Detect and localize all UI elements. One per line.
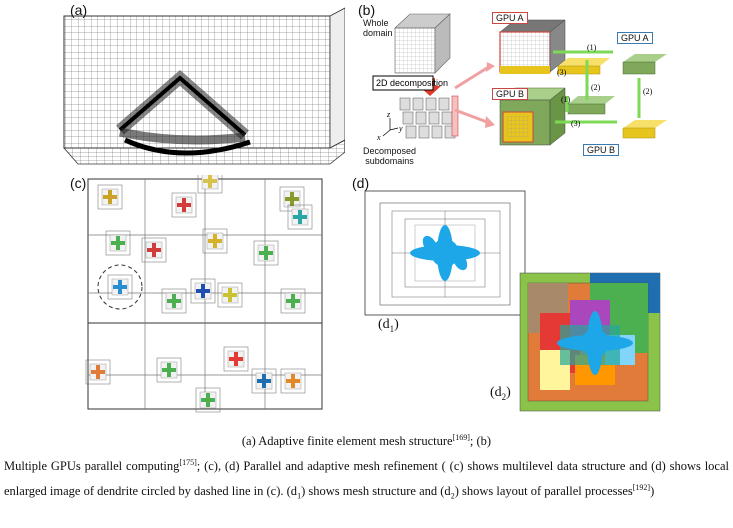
mesh-cluster bbox=[85, 359, 111, 385]
mesh-cluster bbox=[217, 282, 243, 308]
adaptive-mesh-box bbox=[63, 7, 345, 165]
d1-label: (d1) bbox=[378, 317, 399, 334]
caption-body: Multiple GPUs parallel computing[175]; (… bbox=[4, 458, 729, 501]
d2-layout bbox=[519, 272, 661, 412]
panel-d: (d) bbox=[350, 175, 733, 415]
mesh-cluster bbox=[141, 237, 167, 263]
svg-text:x: x bbox=[376, 133, 381, 142]
panel-a: (a) bbox=[0, 0, 345, 170]
panel-b-label: (b) bbox=[358, 2, 376, 18]
d1-dendrite bbox=[410, 225, 480, 281]
decomposed-label: Decomposed subdomains bbox=[363, 146, 417, 166]
gpu-a-block bbox=[499, 19, 566, 74]
mesh-cluster bbox=[287, 204, 313, 230]
panel-d-label: (d) bbox=[352, 175, 370, 191]
mesh-cluster bbox=[280, 288, 306, 314]
step-3a: (3) bbox=[557, 68, 567, 77]
mesh-cluster bbox=[195, 387, 221, 413]
gpu-b-tag: GPU B bbox=[492, 88, 529, 100]
gpu-b-block bbox=[499, 87, 566, 146]
gpu-a-tag-2: GPU A bbox=[617, 32, 653, 44]
mesh-cluster bbox=[161, 288, 187, 314]
axes-icon: z x y bbox=[376, 110, 403, 142]
mesh-cluster bbox=[156, 357, 182, 383]
multilevel-grid bbox=[85, 175, 323, 413]
gpu-a-tag: GPU A bbox=[492, 12, 528, 24]
step-3b: (3) bbox=[571, 119, 581, 128]
whole-domain-label: Whole domain bbox=[363, 18, 393, 38]
gpu-b-halo bbox=[567, 103, 606, 115]
mesh-cluster bbox=[280, 368, 306, 394]
refined-triangle bbox=[116, 70, 251, 156]
caption-line-1: (a) Adaptive finite element mesh structu… bbox=[241, 433, 492, 449]
mesh-cluster bbox=[171, 192, 197, 218]
mesh-cluster bbox=[107, 274, 133, 300]
arrow-to-gpu-b bbox=[454, 108, 488, 124]
gpu-b-tag-2: GPU B bbox=[583, 144, 620, 156]
mesh-cluster bbox=[223, 346, 249, 372]
decomposed-blocks bbox=[399, 95, 459, 139]
d1-mesh bbox=[364, 190, 526, 316]
mesh-cluster bbox=[190, 278, 216, 304]
svg-text:y: y bbox=[398, 124, 403, 133]
svg-text:z: z bbox=[386, 110, 391, 119]
figure-caption: (a) Adaptive finite element mesh structu… bbox=[0, 427, 733, 507]
arrow-to-gpu-a bbox=[454, 66, 488, 90]
panel-c-label: (c) bbox=[70, 175, 87, 191]
step-1b: (1) bbox=[561, 95, 571, 104]
gpu-b-slab bbox=[622, 127, 656, 139]
panel-a-label: (a) bbox=[70, 2, 88, 18]
mesh-cluster bbox=[197, 175, 223, 194]
dendrite-views bbox=[364, 190, 661, 412]
gpu-a-slab bbox=[622, 61, 656, 75]
whole-domain-cube bbox=[394, 13, 451, 74]
step-2b: (2) bbox=[643, 87, 653, 96]
decomposition-label: 2D decomposition bbox=[376, 78, 448, 88]
d2-dendrite bbox=[557, 311, 633, 375]
mesh-cluster bbox=[251, 368, 277, 394]
d2-label: (d2) bbox=[490, 385, 511, 402]
step-1: (1) bbox=[587, 43, 597, 52]
panel-b: (b) 2D decomposition bbox=[355, 0, 733, 175]
gpu-a-halo bbox=[557, 65, 601, 75]
mesh-cluster bbox=[253, 240, 279, 266]
mesh-cluster bbox=[105, 230, 131, 256]
mesh-cluster bbox=[97, 184, 123, 210]
dashed-circle bbox=[97, 264, 143, 310]
decomposition-box bbox=[372, 75, 434, 91]
mesh-cluster bbox=[202, 228, 228, 254]
step-2a: (2) bbox=[591, 83, 601, 92]
panel-c: (c) bbox=[70, 175, 330, 415]
